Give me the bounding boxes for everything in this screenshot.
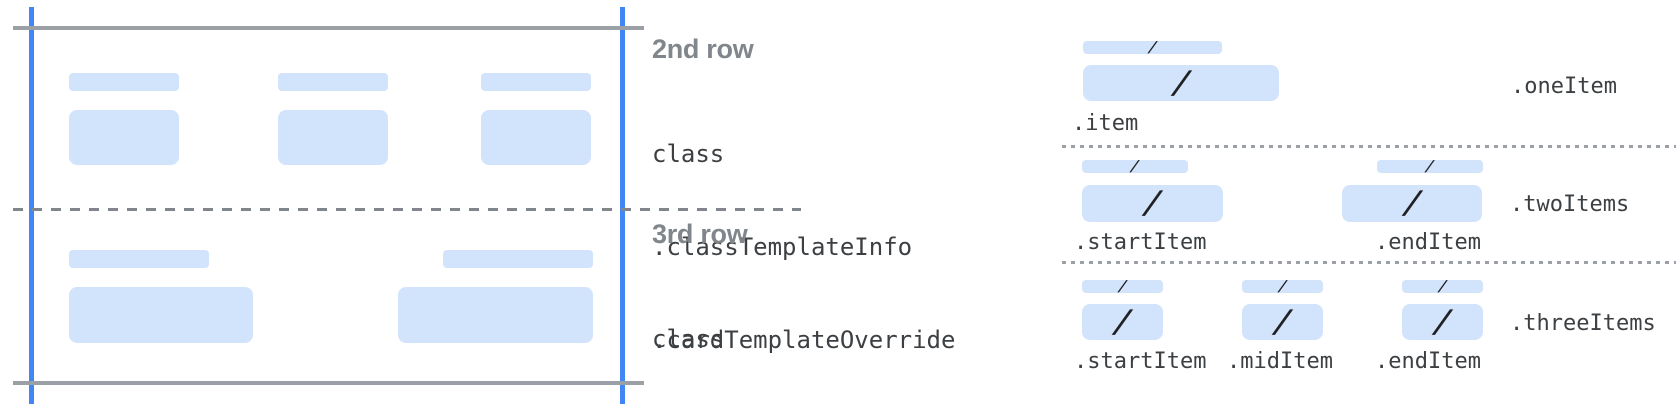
template-separator-dotted-line (1062, 145, 1676, 148)
label-placeholder-bar (278, 73, 388, 91)
label-placeholder-bar (481, 73, 591, 91)
slash-glyph: / (1268, 304, 1297, 340)
item-value-bar: / (1402, 304, 1483, 340)
item-label-bar: / (1082, 160, 1188, 173)
card-right-edge-guide-line (620, 7, 625, 404)
code-line: .classTemplateInfo (652, 233, 913, 261)
item-value-bar: / (1342, 185, 1482, 222)
value-placeholder-bar (69, 110, 179, 165)
slash-glyph: / (1435, 280, 1450, 293)
third-row-annotation: 3rd row class .classTemplateInfo .cardTe… (652, 219, 999, 412)
item-label: .item (1072, 111, 1139, 136)
item-value-bar: / (1242, 304, 1323, 340)
item-label-bar: / (1402, 280, 1483, 293)
slash-glyph: / (1398, 185, 1426, 221)
second-row-annotation: 2nd row class .classTemplateInfo .cardTe… (652, 34, 999, 412)
item-value-bar: / (1083, 65, 1279, 101)
slash-glyph: / (1128, 160, 1142, 173)
slash-glyph: / (1138, 185, 1167, 221)
code-line: class (652, 140, 725, 168)
item-label: .startItem (1074, 349, 1207, 374)
card-left-edge-guide-line (29, 7, 34, 404)
slash-glyph: / (1145, 41, 1160, 54)
item-value-bar: / (1082, 185, 1223, 222)
item-label: .midItem (1227, 349, 1333, 374)
label-placeholder-bar (443, 250, 593, 268)
slash-glyph: / (1428, 304, 1457, 340)
third-row-code-block: class .classTemplateInfo .cardTemplateOv… (652, 262, 999, 412)
value-placeholder-bar (278, 110, 388, 165)
slash-glyph: / (1167, 65, 1195, 101)
value-placeholder-bar (398, 287, 593, 343)
item-label: .startItem (1074, 230, 1207, 255)
label-placeholder-bar (69, 73, 179, 91)
third-row-heading: 3rd row (652, 219, 748, 249)
template-name-label: .threeItems (1510, 311, 1656, 336)
item-label-bar: / (1082, 280, 1163, 293)
item-label-bar: / (1377, 160, 1483, 173)
second-row-code-block: class .classTemplateInfo .cardTemplateOv… (652, 77, 999, 412)
label-placeholder-bar (69, 250, 209, 268)
item-value-bar: / (1082, 304, 1163, 340)
template-name-label: .oneItem (1511, 74, 1617, 99)
item-label-bar: / (1083, 41, 1222, 54)
code-line: .cardTemplateOverride (652, 326, 956, 354)
value-placeholder-bar (481, 110, 591, 165)
item-label: .endItem (1375, 349, 1481, 374)
item-label: .endItem (1375, 230, 1481, 255)
slash-glyph: / (1108, 304, 1137, 340)
card-top-guide-line (13, 26, 644, 30)
slash-glyph: / (1115, 280, 1130, 293)
card-bottom-guide-line (13, 381, 644, 385)
template-name-label: .twoItems (1510, 192, 1630, 217)
value-placeholder-bar (69, 287, 253, 343)
slash-glyph: / (1423, 160, 1437, 173)
row-divider-dashed-line (13, 208, 801, 211)
item-label-bar: / (1242, 280, 1323, 293)
slash-glyph: / (1275, 280, 1290, 293)
template-separator-dotted-line (1062, 261, 1676, 264)
second-row-heading: 2nd row (652, 34, 754, 64)
code-line: class (652, 325, 725, 353)
